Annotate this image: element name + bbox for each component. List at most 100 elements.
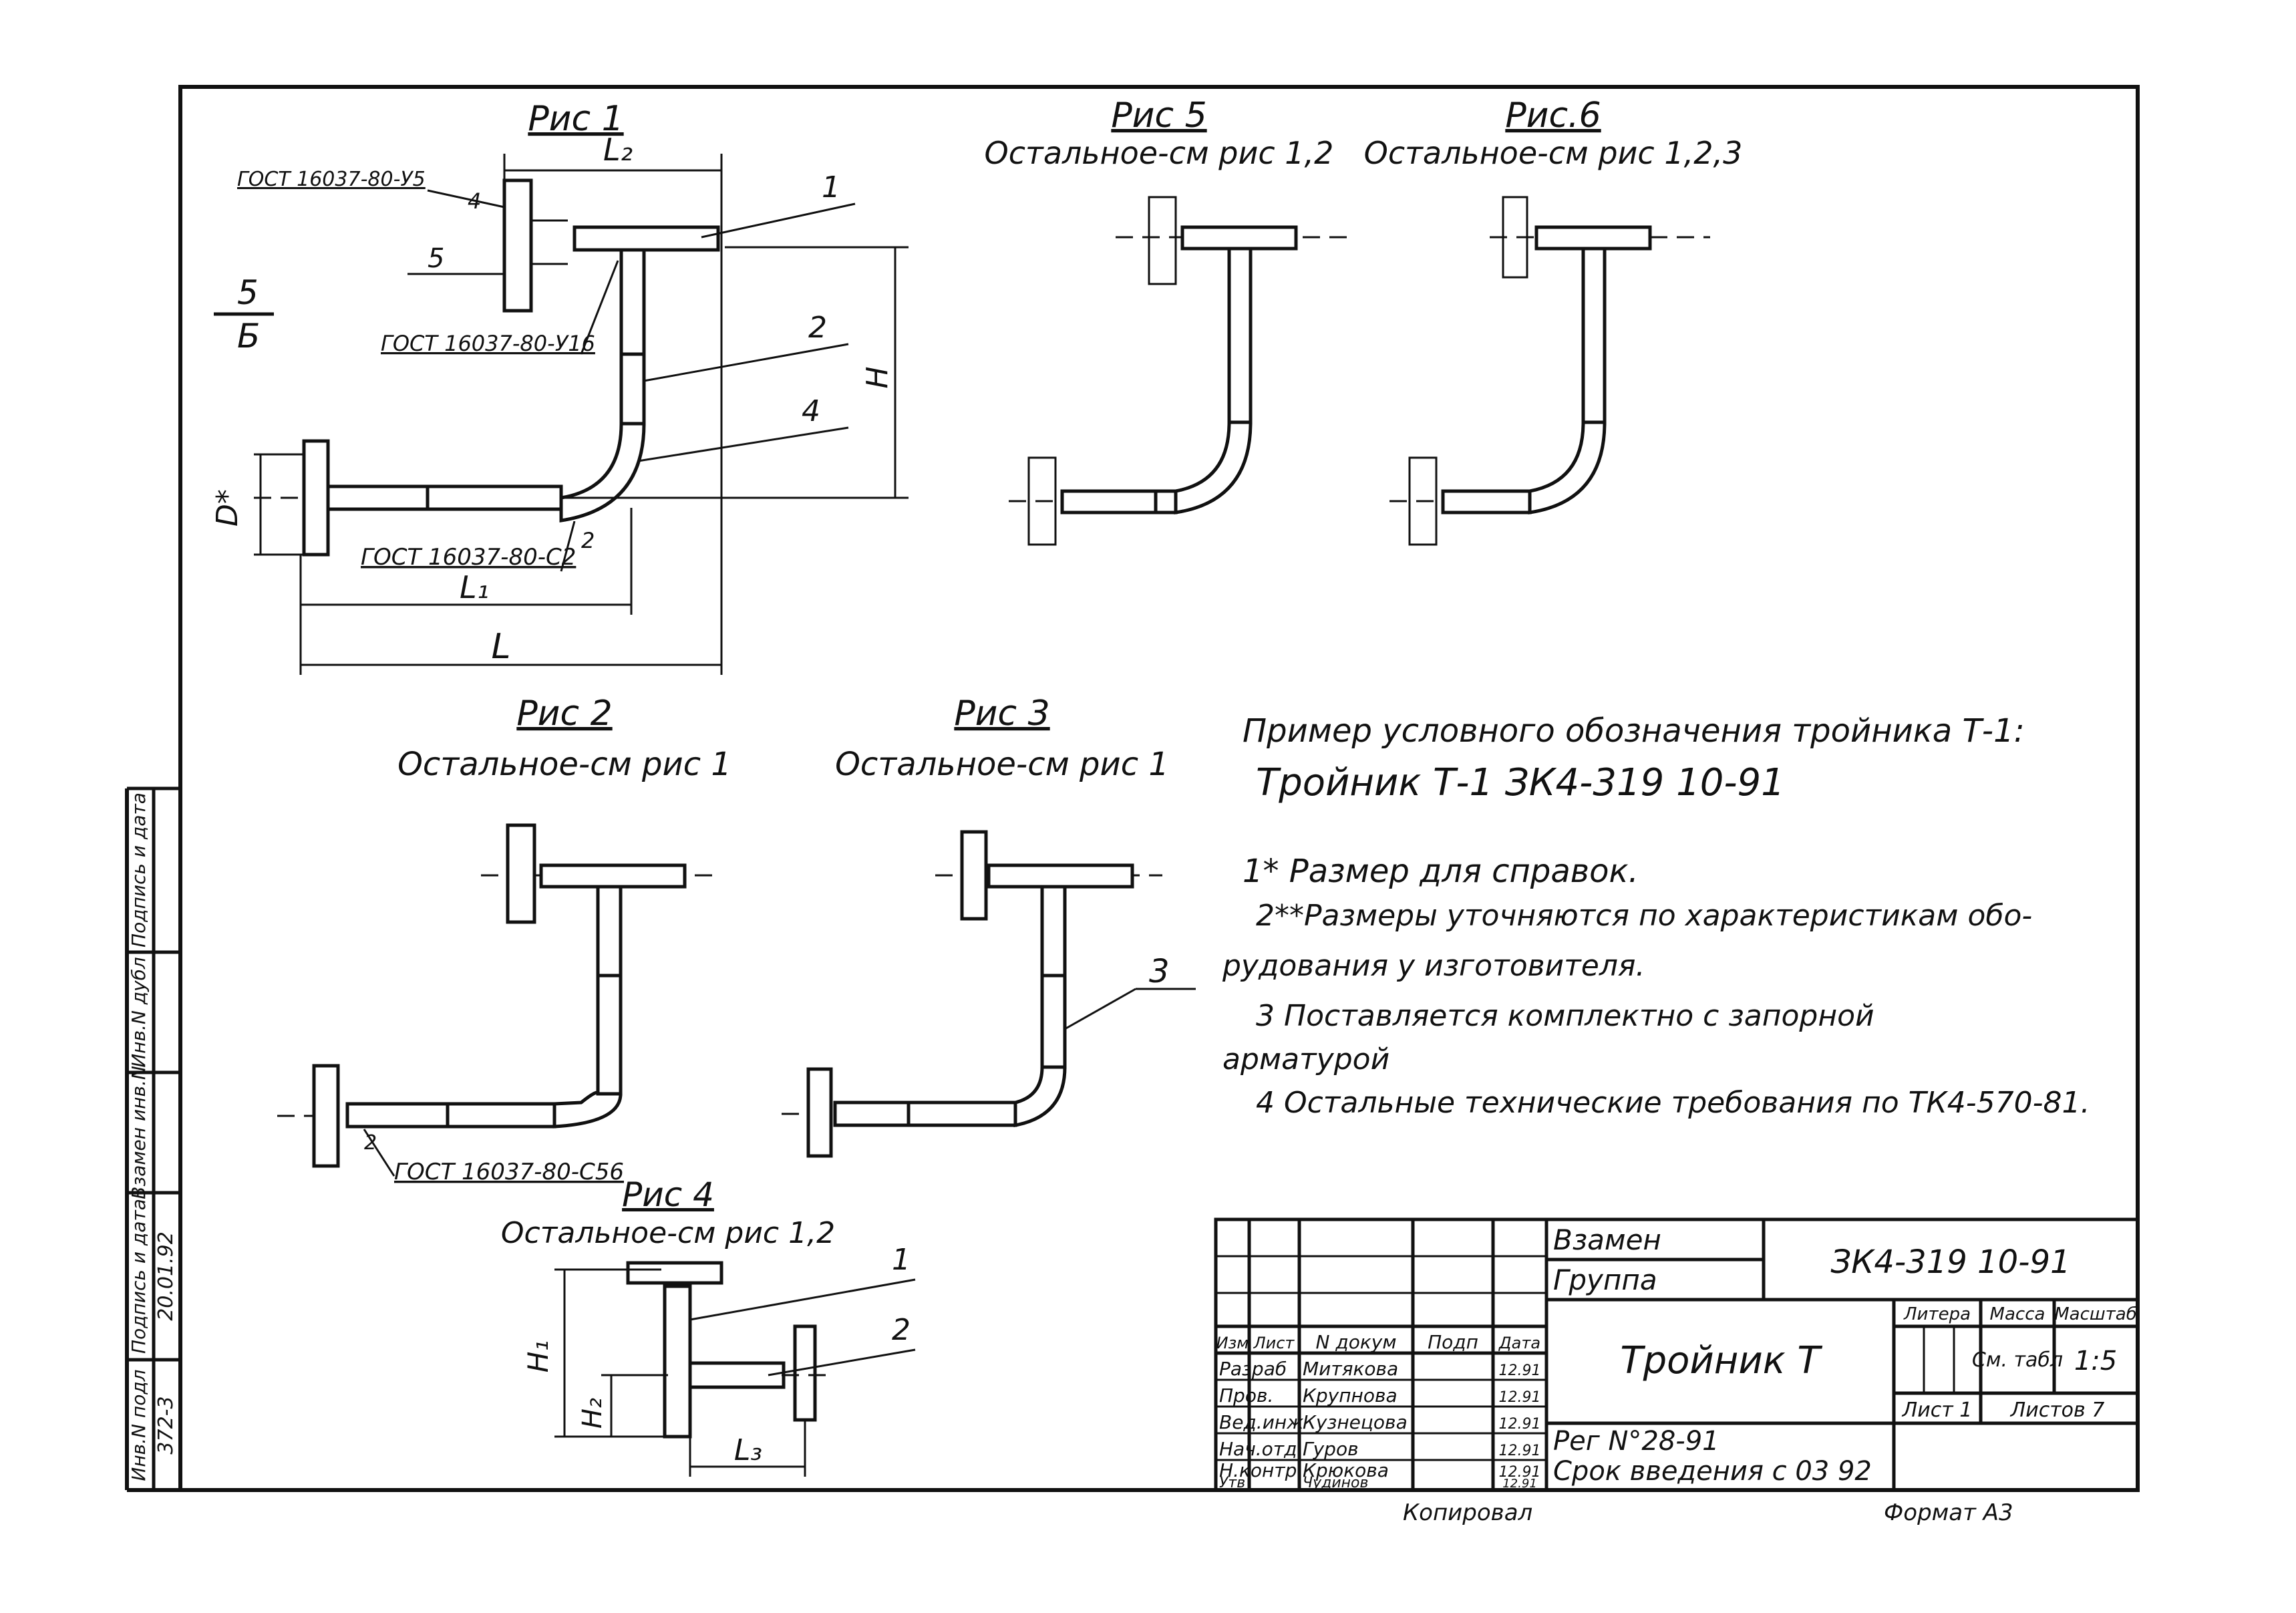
fig3-pos-3: 3 [1149, 953, 1170, 990]
fig2-top-flange [506, 823, 536, 924]
tb-head-ndoc: N докум [1316, 1331, 1397, 1353]
figure-5: Рис 5 Остальное-см рис 1,2 [985, 96, 1349, 546]
fig2-gost: ГОСТ 16037-80-С56 [394, 1159, 624, 1185]
figure-6: Рис.6 Остальное-см рис 1,2,3 [1364, 96, 1743, 546]
fig5-title: Рис 5 [1111, 96, 1206, 136]
fig4-note: Остальное-см рис 1,2 [501, 1216, 835, 1250]
fig1-pos-4: 4 [802, 394, 820, 428]
side-stamp: Инв.N подл Подпись и дата Взамен инв.N И… [127, 786, 180, 1490]
tb-scale-value: 1:5 [2074, 1346, 2117, 1376]
title-block: Взамен Группа ЗК4-319 10-91 Тройник Т Ре… [1214, 1217, 2140, 1492]
tb-reg: Рег N°28-91 [1553, 1426, 1719, 1457]
tb-date-3: 12.91 [1499, 1443, 1541, 1459]
fig4-dim-l3: L₃ [734, 1433, 762, 1467]
fig1-bottom-flange [302, 439, 330, 557]
fig1-bend [559, 422, 646, 523]
tb-scale-label: Масштаб [2054, 1304, 2137, 1324]
fig1-pos-2b: 2 [581, 528, 595, 553]
tb-date-2: 12.91 [1499, 1416, 1541, 1433]
fig1-dim-l1: L₁ [460, 569, 489, 605]
fig2-title: Рис 2 [516, 694, 612, 734]
tb-head-sign: Подп [1428, 1331, 1478, 1353]
fig2-top-pipe [539, 863, 687, 889]
example-heading: Пример условного обозначения тройника Т-… [1243, 712, 2025, 750]
tb-replaces: Взамен [1553, 1223, 1661, 1256]
tb-role-3: Нач.отд [1219, 1438, 1297, 1460]
fig5-bottom-pipe [1060, 489, 1178, 515]
fig1-section-top: 5 [237, 273, 259, 312]
tb-head-date: Дата [1498, 1334, 1540, 1352]
fig2-bottom-flange [312, 1064, 340, 1168]
tb-name-4: Крюкова [1303, 1459, 1389, 1481]
tb-role-0: Разраб [1219, 1358, 1287, 1380]
note-3a: 3 Поставляется комплектно с запорной [1256, 999, 1874, 1033]
tb-date-0: 12.91 [1499, 1362, 1541, 1379]
side-cell-sign2: Подпись и дата [128, 792, 150, 947]
example-value: Тройник Т-1 ЗК4-319 10-91 [1256, 761, 1785, 804]
note-1: 1* Размер для справок. [1243, 853, 1639, 890]
tb-doc-number: ЗК4-319 10-91 [1830, 1243, 2070, 1281]
fig4-dim-h2: H₂ [577, 1398, 608, 1429]
fig1-pos-5: 5 [428, 243, 444, 274]
fig2-bottom-pipe [345, 1102, 556, 1129]
fig3-bottom-flange [806, 1067, 833, 1158]
fig5-vertical-pipe [1227, 247, 1253, 424]
fig4-pos-1: 1 [892, 1243, 911, 1277]
figure-1: Рис 1 L₂ H D* L₁ [210, 99, 909, 675]
fig3-bottom-pipe [833, 1101, 1017, 1127]
fig6-note: Остальное-см рис 1,2,3 [1364, 135, 1743, 171]
figure-4: Рис 4 Остальное-см рис 1,2 H₁ H₂ L₃ 1 2 [501, 1175, 916, 1477]
fig2-vertical-pipe [596, 885, 623, 1096]
tb-date-5: 12.91 [1502, 1477, 1537, 1491]
tb-role-2: Вед.инж [1219, 1411, 1303, 1433]
fig1-top-flange [502, 178, 533, 313]
note-4: 4 Остальные технические требования по ТК… [1256, 1086, 2090, 1120]
tb-date-1: 12.91 [1499, 1389, 1541, 1406]
fig6-top-pipe [1534, 225, 1652, 251]
fig1-section-bottom: Б [237, 317, 260, 355]
tb-name-3: Гуров [1303, 1438, 1359, 1460]
tb-head-izm: Изм [1216, 1334, 1249, 1352]
fig4-title: Рис 4 [622, 1175, 714, 1214]
tb-role-1: Пров. [1219, 1384, 1273, 1407]
tb-name-1: Крупнова [1303, 1384, 1398, 1407]
tb-role-4: Н.контр [1219, 1459, 1297, 1481]
fig1-dim-h: H [860, 366, 894, 388]
fig3-title: Рис 3 [954, 694, 1049, 734]
tb-sheet: Лист 1 [1902, 1399, 1973, 1422]
fig3-top-flange [960, 830, 988, 921]
side-value-inv: 372-3 [154, 1396, 178, 1454]
side-cell-inv: Инв.N подл [128, 1369, 150, 1481]
tb-sheets: Листов 7 [2010, 1399, 2105, 1422]
fig1-vertical-pipe [619, 248, 646, 426]
tb-mass-value: См. табл [1972, 1348, 2063, 1372]
note-2b: рудования у изготовителя. [1222, 949, 1645, 983]
format-label: Формат А3 [1884, 1499, 2013, 1526]
tb-date-4: 12.91 [1499, 1464, 1541, 1481]
fig1-pos-4b: 4 [468, 188, 481, 214]
fig1-dim-d: D* [210, 489, 244, 527]
fig1-gost-top: ГОСТ 16037-80-У5 [237, 168, 426, 191]
side-cell-replace: Взамен инв.N [128, 1066, 150, 1199]
fig6-title: Рис.6 [1505, 96, 1601, 136]
tb-effective: Срок введения с 03 92 [1553, 1456, 1872, 1487]
tb-name-5: Чудинов [1303, 1475, 1368, 1491]
fig4-pos-2: 2 [892, 1313, 911, 1347]
fig6-vertical-pipe [1581, 247, 1607, 424]
fig1-top-pipe [572, 225, 720, 252]
fig4-vertical-pipe [663, 1284, 692, 1439]
figure-3: Рис 3 Остальное-см рис 1 3 [782, 694, 1196, 1158]
fig5-top-pipe [1180, 225, 1298, 251]
fig4-top-flange [626, 1261, 723, 1285]
fig4-branch-flange [793, 1324, 817, 1422]
tb-name-0: Митякова [1303, 1358, 1398, 1380]
fig1-dim-l: L [492, 627, 511, 667]
figure-2: Рис 2 Остальное-см рис 1 2 ГОСТ 16037-80… [277, 694, 731, 1185]
fig1-dim-l2: L₂ [603, 132, 633, 168]
copied-label: Копировал [1403, 1499, 1532, 1526]
fig1-bottom-pipe [325, 484, 563, 511]
side-cell-dub: Инв.N дубл [128, 957, 150, 1068]
tb-litera-label: Литера [1903, 1304, 1971, 1324]
side-value-date: 20.01.92 [154, 1231, 178, 1321]
